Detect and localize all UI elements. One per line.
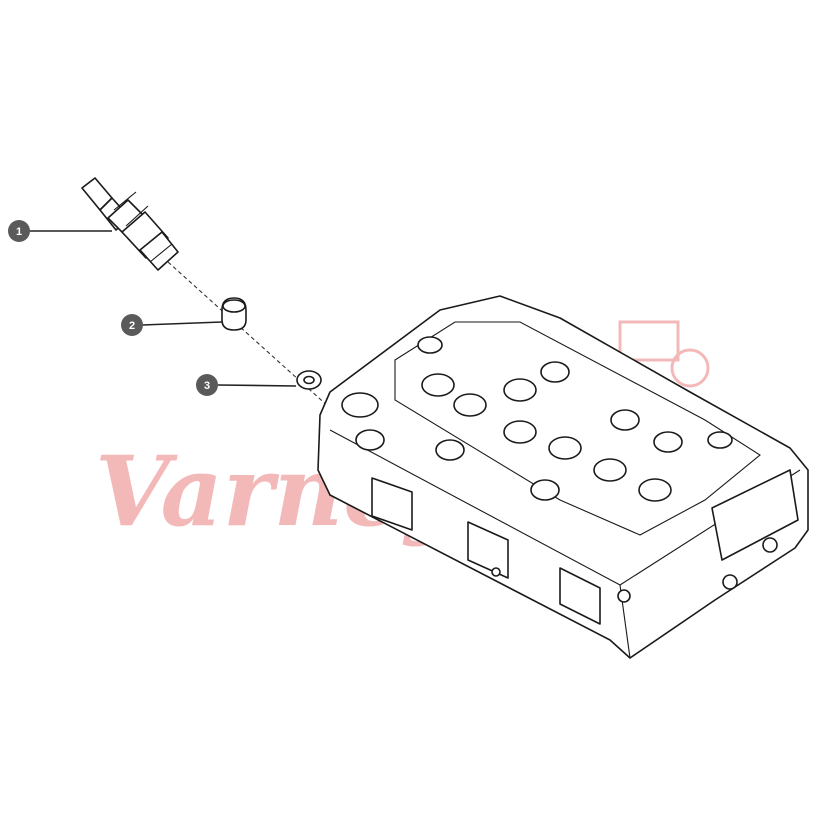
callout-2-number: 2	[129, 320, 135, 332]
cylinder-head-part	[317, 295, 809, 659]
callout-1-number: 1	[16, 226, 22, 238]
injector-nozzle-part	[81, 177, 179, 271]
callout-2: 2	[121, 314, 143, 336]
sleeve-part	[221, 297, 247, 331]
callout-3-number: 3	[204, 380, 210, 392]
callout-1: 1	[8, 220, 30, 242]
assembly-axis-line	[167, 261, 331, 409]
callout-2-leader	[141, 321, 223, 326]
side-ports	[371, 469, 799, 625]
valve-ports	[341, 336, 733, 502]
washer-part	[296, 370, 322, 390]
callout-3: 3	[196, 374, 218, 396]
callout-3-leader	[217, 384, 297, 387]
